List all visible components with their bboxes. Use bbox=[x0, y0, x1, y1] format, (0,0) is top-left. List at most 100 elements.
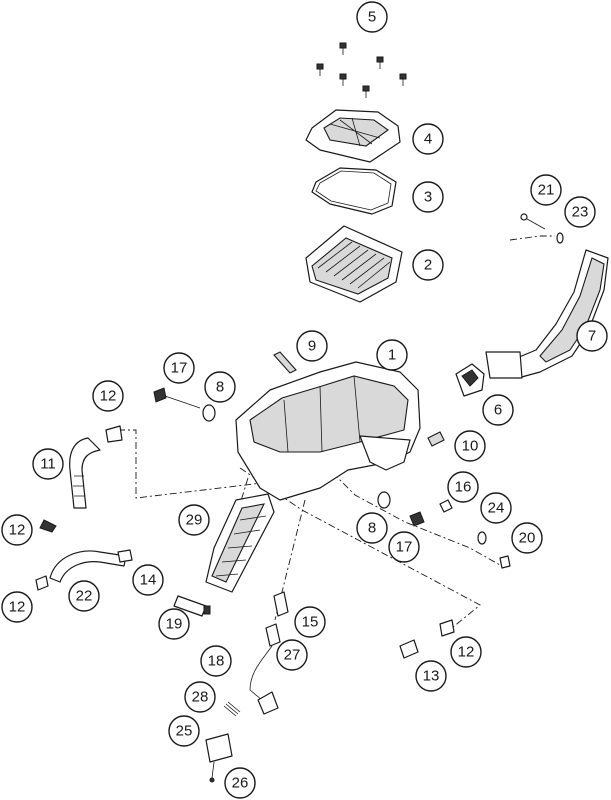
air-filter-box bbox=[235, 361, 421, 501]
callout-label: 12 bbox=[9, 522, 26, 539]
callout-label: 8 bbox=[368, 520, 376, 537]
callout-label: 18 bbox=[208, 653, 225, 670]
warning-label bbox=[273, 351, 297, 374]
cover-plug-19 bbox=[173, 595, 211, 617]
grommet-left-17 bbox=[153, 387, 201, 409]
filter-cover-screws bbox=[316, 42, 407, 98]
callout-10: 10 bbox=[454, 430, 486, 462]
callout-24: 24 bbox=[480, 492, 512, 524]
callout-label: 17 bbox=[396, 539, 413, 556]
callout-27: 27 bbox=[276, 639, 308, 671]
breather-hose-22 bbox=[49, 550, 127, 583]
duct-screw bbox=[520, 213, 546, 230]
washer-24 bbox=[477, 531, 487, 545]
callout-label: 25 bbox=[176, 723, 193, 740]
callout-20: 20 bbox=[511, 522, 543, 554]
drain-plug-13 bbox=[399, 639, 419, 659]
mounting-clip bbox=[455, 363, 485, 397]
callout-label: 12 bbox=[458, 644, 475, 661]
callout-12: 12 bbox=[1, 514, 33, 546]
callout-label: 24 bbox=[488, 500, 505, 517]
hose-clamp-right bbox=[439, 619, 455, 637]
callout-label: 10 bbox=[462, 438, 479, 455]
callout-8: 8 bbox=[204, 371, 236, 403]
callout-label: 7 bbox=[588, 328, 596, 345]
callout-26: 26 bbox=[224, 767, 256, 799]
hose-clamp-lower bbox=[35, 575, 49, 591]
callout-19: 19 bbox=[158, 608, 190, 640]
callout-label: 5 bbox=[368, 9, 376, 26]
callout-label: 8 bbox=[216, 379, 224, 396]
callout-label: 3 bbox=[424, 189, 432, 206]
bracket-25 bbox=[205, 733, 233, 763]
callout-17: 17 bbox=[388, 531, 420, 563]
rubber-bushing-right-8 bbox=[377, 491, 391, 509]
intake-air-duct bbox=[485, 249, 609, 379]
spring-28 bbox=[223, 701, 241, 717]
callout-label: 15 bbox=[302, 614, 319, 631]
callout-label: 9 bbox=[308, 338, 316, 355]
callout-label: 27 bbox=[284, 647, 301, 664]
callout-18: 18 bbox=[200, 645, 232, 677]
sensor-plug bbox=[427, 431, 445, 447]
callout-label: 12 bbox=[100, 388, 117, 405]
callout-11: 11 bbox=[32, 448, 64, 480]
callout-23: 23 bbox=[564, 196, 596, 228]
callout-12: 12 bbox=[450, 636, 482, 668]
air-filter-element bbox=[305, 225, 403, 303]
callout-14: 14 bbox=[132, 564, 164, 596]
filter-gasket bbox=[311, 167, 397, 215]
duct-washer bbox=[556, 232, 564, 244]
callout-2: 2 bbox=[412, 249, 444, 281]
callout-label: 4 bbox=[424, 131, 432, 148]
screw-26 bbox=[209, 761, 215, 783]
callout-1: 1 bbox=[376, 339, 408, 371]
callout-label: 1 bbox=[388, 347, 396, 364]
hose-clamp-upper bbox=[105, 425, 123, 443]
callout-label: 20 bbox=[519, 530, 536, 547]
grommet-right-17 bbox=[409, 511, 425, 527]
hose-clip-14 bbox=[117, 549, 133, 563]
callout-label: 21 bbox=[538, 182, 555, 199]
callout-9: 9 bbox=[296, 330, 328, 362]
callout-label: 2 bbox=[424, 257, 432, 274]
callout-label: 17 bbox=[171, 360, 188, 377]
intake-temperature-sensor bbox=[249, 591, 289, 715]
callout-label: 23 bbox=[572, 204, 589, 221]
callout-8: 8 bbox=[356, 512, 388, 544]
callout-label: 29 bbox=[186, 512, 203, 529]
callout-17: 17 bbox=[163, 352, 195, 384]
screw-20 bbox=[499, 555, 511, 569]
callout-3: 3 bbox=[412, 181, 444, 213]
hose-clamp-small bbox=[39, 519, 57, 533]
throttle-rubber-boot bbox=[205, 493, 275, 593]
callout-label: 13 bbox=[423, 668, 440, 685]
callout-7: 7 bbox=[576, 320, 608, 352]
callout-label: 22 bbox=[76, 588, 93, 605]
callout-28: 28 bbox=[184, 681, 216, 713]
callout-label: 16 bbox=[455, 479, 472, 496]
callout-12: 12 bbox=[92, 380, 124, 412]
callout-label: 11 bbox=[40, 456, 56, 473]
nut-16 bbox=[439, 499, 453, 513]
callout-21: 21 bbox=[530, 174, 562, 206]
callout-label: 19 bbox=[166, 616, 183, 633]
callout-label: 28 bbox=[192, 689, 209, 706]
callout-label: 6 bbox=[494, 402, 502, 419]
callout-15: 15 bbox=[294, 606, 326, 638]
callout-label: 26 bbox=[232, 775, 249, 792]
drain-hose-11 bbox=[69, 437, 101, 509]
callout-22: 22 bbox=[68, 580, 100, 612]
callout-4: 4 bbox=[412, 123, 444, 155]
callout-25: 25 bbox=[168, 715, 200, 747]
callout-label: 12 bbox=[9, 599, 26, 616]
callout-29: 29 bbox=[178, 504, 210, 536]
rubber-bushing-left-8 bbox=[202, 404, 216, 422]
callout-16: 16 bbox=[447, 471, 479, 503]
callout-12: 12 bbox=[1, 591, 33, 623]
callout-5: 5 bbox=[356, 1, 388, 33]
air-filter-cover bbox=[305, 109, 401, 163]
callout-label: 14 bbox=[140, 572, 157, 589]
callout-13: 13 bbox=[415, 660, 447, 692]
